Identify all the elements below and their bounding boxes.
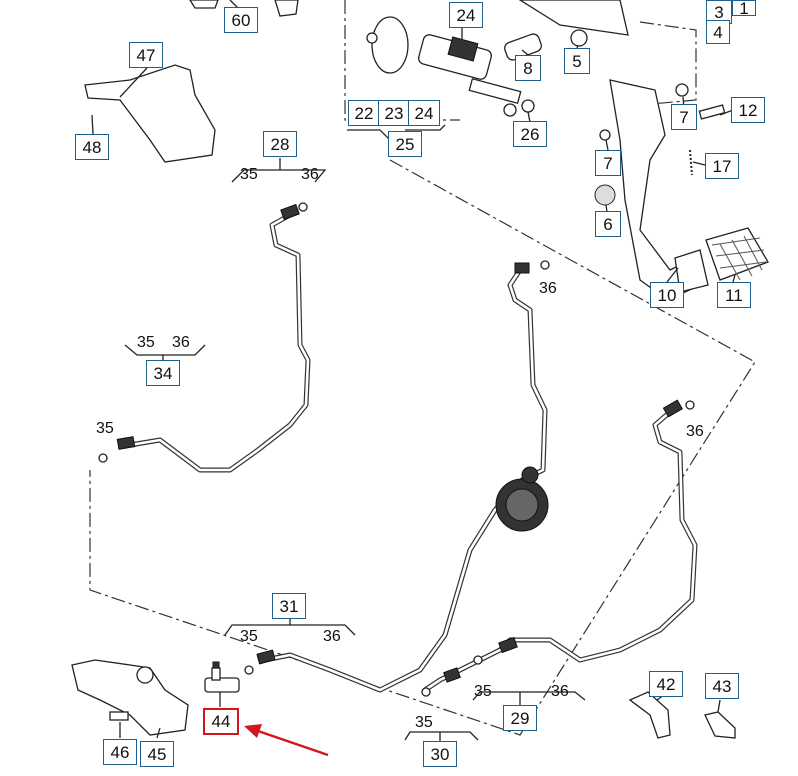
callout-4: 4 [706,20,730,44]
callout-1: 1 [732,0,756,17]
callout-17: 17 [705,153,739,179]
label-36-near-28: 36 [301,166,319,183]
part-60-ring [274,0,299,17]
label-36-group-29: 36 [551,683,569,700]
callout-29: 29 [503,705,537,731]
callout-5: 5 [564,48,590,74]
callout-34: 34 [146,360,180,386]
callout-6: 6 [595,211,621,237]
callout-8: 8 [515,55,541,81]
callout-47: 47 [129,42,163,68]
hydraulic-line-28 [127,212,311,473]
clip-42 [628,691,671,739]
master-cyl-dash [344,0,460,121]
callout-43: 43 [705,673,739,699]
callout-42: 42 [649,671,683,697]
label-35-group-34: 35 [137,334,155,351]
part-60-housing [189,0,219,9]
hydraulic-line-29 [497,409,698,663]
connector-44 [204,661,240,693]
label-36-group-34: 36 [172,334,190,351]
callout-10: 10 [650,282,684,308]
callout-11: 11 [717,282,751,308]
clip-43 [704,711,736,739]
callout-7-upper: 7 [671,104,697,130]
callout-31: 31 [272,593,306,619]
clutch-pedal-assembly [518,0,769,301]
callout-26: 26 [513,121,547,147]
callout-48: 48 [75,134,109,160]
label-36-group-31: 36 [323,628,341,645]
callout-24-top: 24 [449,2,483,28]
assembly-dash-line [89,159,756,736]
callout-12: 12 [731,97,765,123]
callout-46: 46 [103,739,137,765]
label-35-group-31: 35 [240,628,258,645]
bracket-47 [84,64,216,163]
callout-60: 60 [224,7,258,33]
pedal-bracket-dash [639,21,697,106]
label-35-left: 35 [96,420,114,437]
fitting-group [98,202,695,697]
label-35-group-29: 35 [474,683,492,700]
label-35-near-28: 35 [240,166,258,183]
callout-22: 22 [348,100,380,126]
callout-25: 25 [388,131,422,157]
pulsation-damper [495,466,549,532]
label-36-right: 36 [686,423,704,440]
callout-24-mid: 24 [408,100,440,126]
label-35-group-30: 35 [415,714,433,731]
callout-44-highlighted: 44 [203,708,239,735]
hydraulic-line-slave-feed [262,267,548,693]
red-arrow-icon [244,724,329,757]
callout-23: 23 [378,100,410,126]
label-36-upper-mid: 36 [539,280,557,297]
callout-7-lower: 7 [595,150,621,176]
callout-45: 45 [140,741,174,767]
callout-28: 28 [263,131,297,157]
slave-cylinder [71,659,189,736]
callout-30: 30 [423,741,457,767]
